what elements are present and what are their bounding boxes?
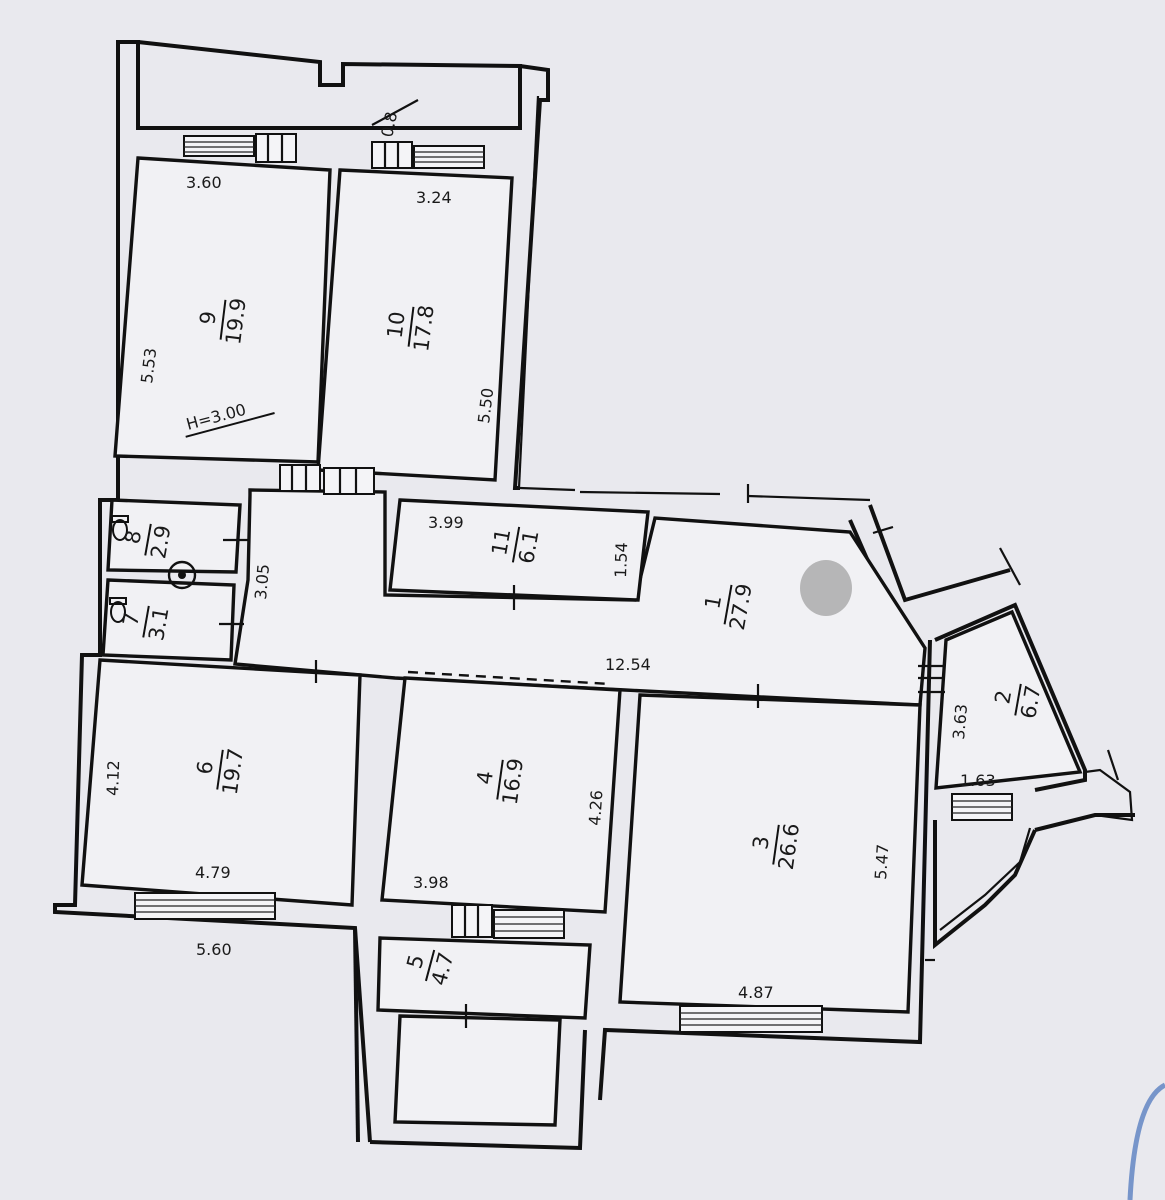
dim-1-54: 1.54	[611, 542, 631, 578]
room-3-shape	[618, 693, 922, 1014]
dim-3-98: 3.98	[413, 873, 449, 892]
room-6-shape	[80, 658, 362, 907]
room-8-label: 8 2.9	[120, 523, 175, 560]
room-10-label: 10 17.8	[383, 304, 439, 353]
room-2-number: 2	[990, 688, 1016, 705]
dim-12-54: 12.54	[605, 655, 651, 674]
dim-4-26: 4.26	[585, 789, 606, 826]
dim-3-05: 3.05	[251, 563, 273, 600]
dim-3-99: 3.99	[428, 513, 464, 532]
dim-4-79: 4.79	[195, 863, 231, 882]
room-9-area: 19.9	[221, 297, 251, 346]
room-5-number: 5	[402, 952, 429, 971]
room-9-number: 9	[195, 310, 220, 326]
openings	[134, 99, 1013, 1033]
room-1-label: 1 27.9	[700, 582, 756, 632]
dim-5-47: 5.47	[871, 843, 892, 880]
room-2-shape	[934, 609, 1083, 790]
room-10-shape	[316, 168, 514, 482]
dim-1-63: 1.63	[960, 771, 996, 790]
room-9-label: 9 19.9	[195, 297, 251, 346]
dim-3-63: 3.63	[949, 703, 971, 740]
bathroom-fixtures	[109, 515, 197, 623]
stamp-mark	[1127, 1082, 1165, 1200]
dim-3-60: 3.60	[186, 173, 222, 192]
dim-4-87: 4.87	[738, 983, 774, 1002]
room-5-label: 5 4.7	[402, 950, 458, 988]
room-8-shape	[106, 498, 242, 574]
room-11-number: 11	[487, 527, 515, 557]
room-8-number: 8	[120, 528, 146, 545]
room-5-shape	[376, 936, 592, 1020]
room-4-number: 4	[472, 769, 498, 786]
toilet-icon	[109, 597, 127, 623]
room-7-label: 7 3.1	[118, 605, 173, 642]
rooms	[80, 156, 1083, 1127]
room-labels: 9 19.9 10 17.8 8 2.9 7 3.1 11 6.1 1 27.9	[118, 297, 1045, 988]
room-2-label: 2 6.7	[990, 683, 1045, 720]
room-6-number: 6	[192, 759, 218, 776]
dim-0-8: 0.8	[377, 110, 401, 139]
corridor-shape	[233, 488, 927, 707]
room-2-area: 6.7	[1016, 683, 1045, 720]
room-6-label: 6 19.7	[192, 747, 248, 797]
room-3-label: 3 26.6	[748, 822, 804, 872]
dim-5-53: 5.53	[137, 347, 160, 385]
dim-3-24: 3.24	[416, 188, 452, 207]
room-7-number: 7	[118, 610, 144, 627]
room-8-area: 2.9	[146, 523, 175, 560]
room-10-area: 17.8	[409, 304, 439, 353]
room-7-area: 3.1	[144, 605, 173, 642]
toilet-icon	[111, 515, 129, 541]
room-1-number: 1	[700, 593, 726, 610]
room-3-number: 3	[748, 834, 774, 851]
room-11-area: 6.1	[514, 528, 543, 565]
dim-4-12: 4.12	[103, 760, 123, 796]
stain-mark	[800, 560, 852, 616]
dim-5-60: 5.60	[196, 940, 232, 959]
room-balcony-bottom-shape	[393, 1014, 562, 1127]
room-11-label: 11 6.1	[487, 526, 544, 565]
room-4-shape	[380, 676, 622, 914]
room-11-shape	[388, 498, 650, 602]
room-10-number: 10	[383, 310, 410, 339]
dim-5-50: 5.50	[474, 387, 497, 425]
sink-icon	[167, 560, 197, 590]
